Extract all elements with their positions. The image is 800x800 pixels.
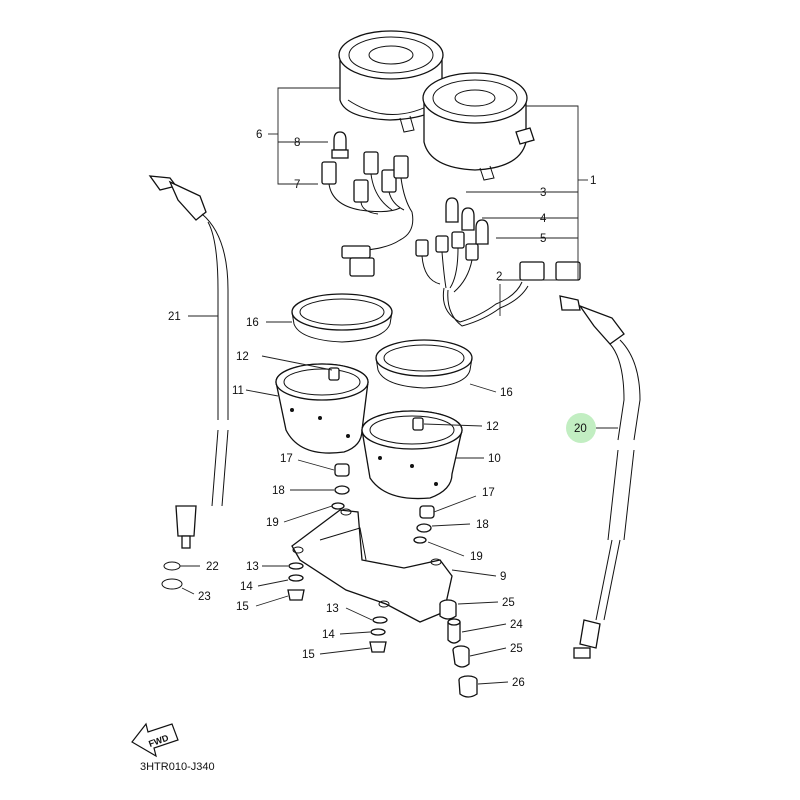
- callout-3[interactable]: 3: [540, 187, 546, 199]
- callout-17-left[interactable]: 17: [280, 453, 293, 465]
- diagram-code: 3HTR010-J340: [140, 761, 215, 773]
- callout-18-right[interactable]: 18: [476, 519, 489, 531]
- callout-labels: 1 2 3 4 5 6 7 8 9 10 11 12 12 13 13 14 1…: [168, 129, 596, 689]
- washer-stack-left[interactable]: [287, 562, 305, 601]
- callout-18-left[interactable]: 18: [272, 485, 285, 497]
- callout-14-right[interactable]: 14: [322, 629, 335, 641]
- callout-16-lower[interactable]: 16: [500, 387, 513, 399]
- callout-12-upper[interactable]: 12: [236, 351, 249, 363]
- meter-ring-16-right[interactable]: [375, 339, 473, 389]
- callout-21[interactable]: 21: [168, 311, 181, 323]
- callout-17-right[interactable]: 17: [482, 487, 495, 499]
- meter-cover-10[interactable]: [361, 410, 463, 500]
- callout-12-lower[interactable]: 12: [486, 421, 499, 433]
- callout-14-left[interactable]: 14: [240, 581, 253, 593]
- callout-8[interactable]: 8: [294, 137, 300, 149]
- meter-ring-16-left[interactable]: [291, 293, 393, 343]
- fwd-arrow-icon: FWD: [131, 722, 179, 758]
- speedometer-cable-21[interactable]: [148, 175, 229, 590]
- nut-26[interactable]: [458, 675, 478, 698]
- callout-5[interactable]: 5: [540, 233, 546, 245]
- callout-16-upper[interactable]: 16: [246, 317, 259, 329]
- bulb-8[interactable]: [331, 131, 349, 159]
- spacer-24[interactable]: [447, 618, 461, 644]
- grommet-stack-left[interactable]: [331, 463, 350, 510]
- collar-25-upper[interactable]: [439, 599, 457, 620]
- callout-13-right[interactable]: 13: [326, 603, 339, 615]
- callout-26[interactable]: 26: [512, 677, 525, 689]
- callout-6[interactable]: 6: [256, 129, 262, 141]
- callout-19-right[interactable]: 19: [470, 551, 483, 563]
- washer-stack-right[interactable]: [369, 616, 388, 653]
- collar-25-lower[interactable]: [452, 645, 470, 668]
- callout-15-left[interactable]: 15: [236, 601, 249, 613]
- callout-11[interactable]: 11: [232, 385, 244, 397]
- tachometer-assembly[interactable]: [422, 72, 535, 181]
- tachometer-cable-20[interactable]: [559, 295, 641, 659]
- callout-25-upper[interactable]: 25: [502, 597, 515, 609]
- bulb-socket-harness-left[interactable]: [321, 151, 414, 277]
- callout-1[interactable]: 1: [590, 175, 596, 187]
- meter-bracket-9[interactable]: [291, 508, 453, 623]
- callout-13-left[interactable]: 13: [246, 561, 259, 573]
- callout-20[interactable]: 20: [574, 423, 587, 435]
- callout-15-right[interactable]: 15: [302, 649, 315, 661]
- callout-23[interactable]: 23: [198, 591, 211, 603]
- callout-7[interactable]: 7: [294, 179, 300, 191]
- callout-10[interactable]: 10: [488, 453, 501, 465]
- callout-20-highlight: [566, 413, 596, 443]
- grommet-stack-right[interactable]: [413, 505, 435, 544]
- callout-25-lower[interactable]: 25: [510, 643, 523, 655]
- callout-9[interactable]: 9: [500, 571, 506, 583]
- callout-22[interactable]: 22: [206, 561, 219, 573]
- meter-cover-11[interactable]: [275, 363, 369, 454]
- callout-24[interactable]: 24: [510, 619, 523, 631]
- bulb-socket-harness-right[interactable]: [415, 197, 581, 327]
- leader-lines: [180, 87, 618, 685]
- callout-19-left[interactable]: 19: [266, 517, 279, 529]
- speedometer-assembly[interactable]: [338, 30, 444, 133]
- callout-2[interactable]: 2: [496, 271, 502, 283]
- callout-4[interactable]: 4: [540, 213, 547, 225]
